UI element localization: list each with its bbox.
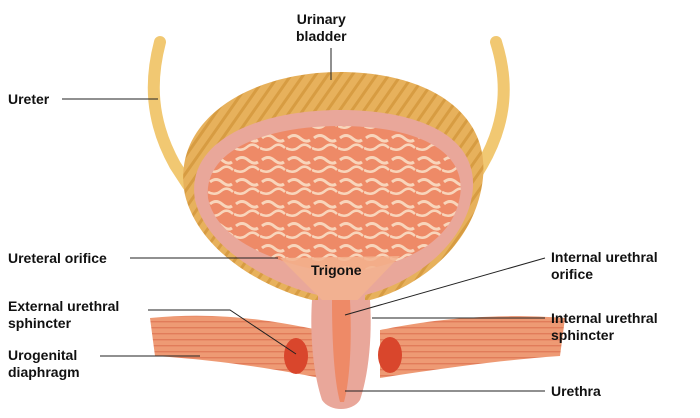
- label-trigone: Trigone: [311, 262, 362, 279]
- label-ureter: Ureter: [8, 91, 49, 108]
- label-internal-urethral-sphincter: Internal urethral sphincter: [551, 310, 658, 344]
- label-trigone-text: Trigone: [311, 262, 362, 278]
- label-urinary-bladder: Urinary bladder: [296, 11, 347, 45]
- trigone-region: [280, 256, 400, 306]
- external-sphincter-right: [378, 337, 402, 373]
- label-urinary-bladder-line1: Urinary: [296, 11, 346, 27]
- label-internal-urethral-sphincter-line1: Internal urethral: [551, 310, 658, 326]
- external-sphincter-left: [284, 338, 308, 374]
- label-urogenital-diaphragm: Urogenital diaphragm: [8, 347, 80, 381]
- label-internal-urethral-orifice: Internal urethral orifice: [551, 249, 658, 283]
- urethra-lumen: [332, 300, 351, 402]
- right-ureter: [464, 36, 510, 191]
- label-internal-urethral-orifice-line2: orifice: [551, 266, 594, 282]
- urogenital-diaphragm-shape: [150, 315, 320, 378]
- left-ureter: [147, 36, 194, 191]
- label-ureteral-orifice-text: Ureteral orifice: [8, 250, 107, 266]
- label-urethra: Urethra: [551, 383, 601, 400]
- leader-external-urethral-sphincter: [148, 309, 297, 355]
- label-external-urethral-sphincter-line2: sphincter: [8, 315, 72, 331]
- label-external-urethral-sphincter-line1: External urethral: [8, 298, 120, 314]
- label-internal-urethral-orifice-line1: Internal urethral: [551, 249, 658, 265]
- label-urogenital-diaphragm-line2: diaphragm: [8, 364, 80, 380]
- label-urogenital-diaphragm-line1: Urogenital: [8, 347, 78, 363]
- label-external-urethral-sphincter: External urethral sphincter: [8, 298, 119, 332]
- leader-internal-urethral-orifice: [344, 257, 546, 316]
- label-urinary-bladder-line2: bladder: [296, 28, 347, 44]
- label-ureteral-orifice: Ureteral orifice: [8, 250, 107, 267]
- label-urethra-text: Urethra: [551, 383, 601, 399]
- bladder-lumen: [207, 126, 461, 272]
- label-internal-urethral-sphincter-line2: sphincter: [551, 327, 615, 343]
- leader-lines: [62, 48, 546, 392]
- urogenital-diaphragm-shape-right: [380, 316, 565, 378]
- label-ureter-text: Ureter: [8, 91, 50, 107]
